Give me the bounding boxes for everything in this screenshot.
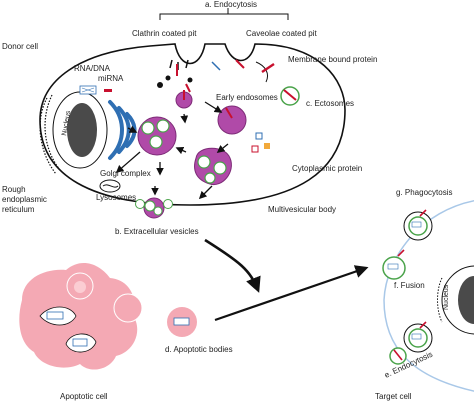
label-rna-dna: RNA/DNA bbox=[74, 64, 111, 73]
label-rough-er-2: endoplasmic bbox=[2, 195, 47, 204]
fusion-vesicle bbox=[382, 249, 406, 280]
apoptotic-cell bbox=[19, 263, 143, 370]
endocytosis-bracket bbox=[159, 8, 289, 20]
label-fusion: f. Fusion bbox=[394, 281, 425, 290]
transfer-arrow-line bbox=[214, 265, 369, 322]
label-nucleus-donor: Nucleus bbox=[61, 110, 72, 137]
label-extracellular: b. Extracellular vesicles bbox=[115, 227, 199, 236]
label-phagocytosis: g. Phagocytosis bbox=[396, 188, 452, 197]
membrane-protein-marker bbox=[261, 63, 275, 73]
label-lysosomes: Lysosomes bbox=[96, 193, 136, 202]
label-apoptotic-bodies: d. Apoptotic bodies bbox=[165, 345, 233, 354]
mirna-icon bbox=[104, 89, 112, 92]
exiting-vesicles bbox=[135, 197, 173, 219]
rough-er bbox=[39, 94, 61, 175]
rna-dna-icon bbox=[79, 85, 97, 95]
multivesicular-body-right bbox=[194, 147, 232, 186]
phagocytosis-vesicle bbox=[403, 209, 433, 241]
early-endosome-2 bbox=[217, 105, 247, 135]
clathrin-pit bbox=[157, 59, 193, 93]
cytoplasmic-proteins bbox=[251, 132, 270, 153]
label-rough-er-1: Rough bbox=[2, 185, 26, 194]
multivesicular-body-center bbox=[137, 116, 177, 156]
label-endocytosis: a. Endocytosis bbox=[205, 0, 257, 9]
label-target-cell: Target cell bbox=[375, 392, 412, 401]
label-multivesicular: Multivesicular body bbox=[268, 205, 336, 214]
donor-arrows bbox=[115, 101, 229, 200]
lysosome bbox=[99, 179, 121, 193]
label-rough-er-3: reticulum bbox=[2, 205, 35, 214]
label-ectosomes: c. Ectosomes bbox=[306, 99, 354, 108]
label-caveolae: Caveolae coated pit bbox=[246, 29, 317, 38]
label-apoptotic-cell: Apoptotic cell bbox=[60, 392, 108, 401]
label-membrane-protein: Membrane bound protein bbox=[288, 55, 377, 64]
label-early-endosomes: Early endosomes bbox=[216, 93, 278, 102]
transfer-arrow-curve bbox=[204, 238, 261, 293]
label-clathrin: Clathrin coated pit bbox=[132, 29, 197, 38]
label-donor-cell: Donor cell bbox=[2, 42, 38, 51]
endocytosis-vesicle bbox=[403, 321, 433, 353]
target-nucleus bbox=[437, 265, 474, 335]
label-cytoplasmic-protein: Cytoplasmic protein bbox=[292, 164, 362, 173]
label-nucleus-target: Nucleus bbox=[443, 284, 450, 310]
label-mirna: miRNA bbox=[98, 74, 124, 83]
apoptotic-body bbox=[167, 307, 197, 337]
ectosome bbox=[280, 86, 300, 106]
label-golgi: Golgi complex bbox=[100, 169, 151, 178]
early-endosome-1 bbox=[175, 90, 193, 109]
endocytosis-entry bbox=[389, 347, 407, 365]
target-cell-membrane bbox=[383, 200, 474, 392]
